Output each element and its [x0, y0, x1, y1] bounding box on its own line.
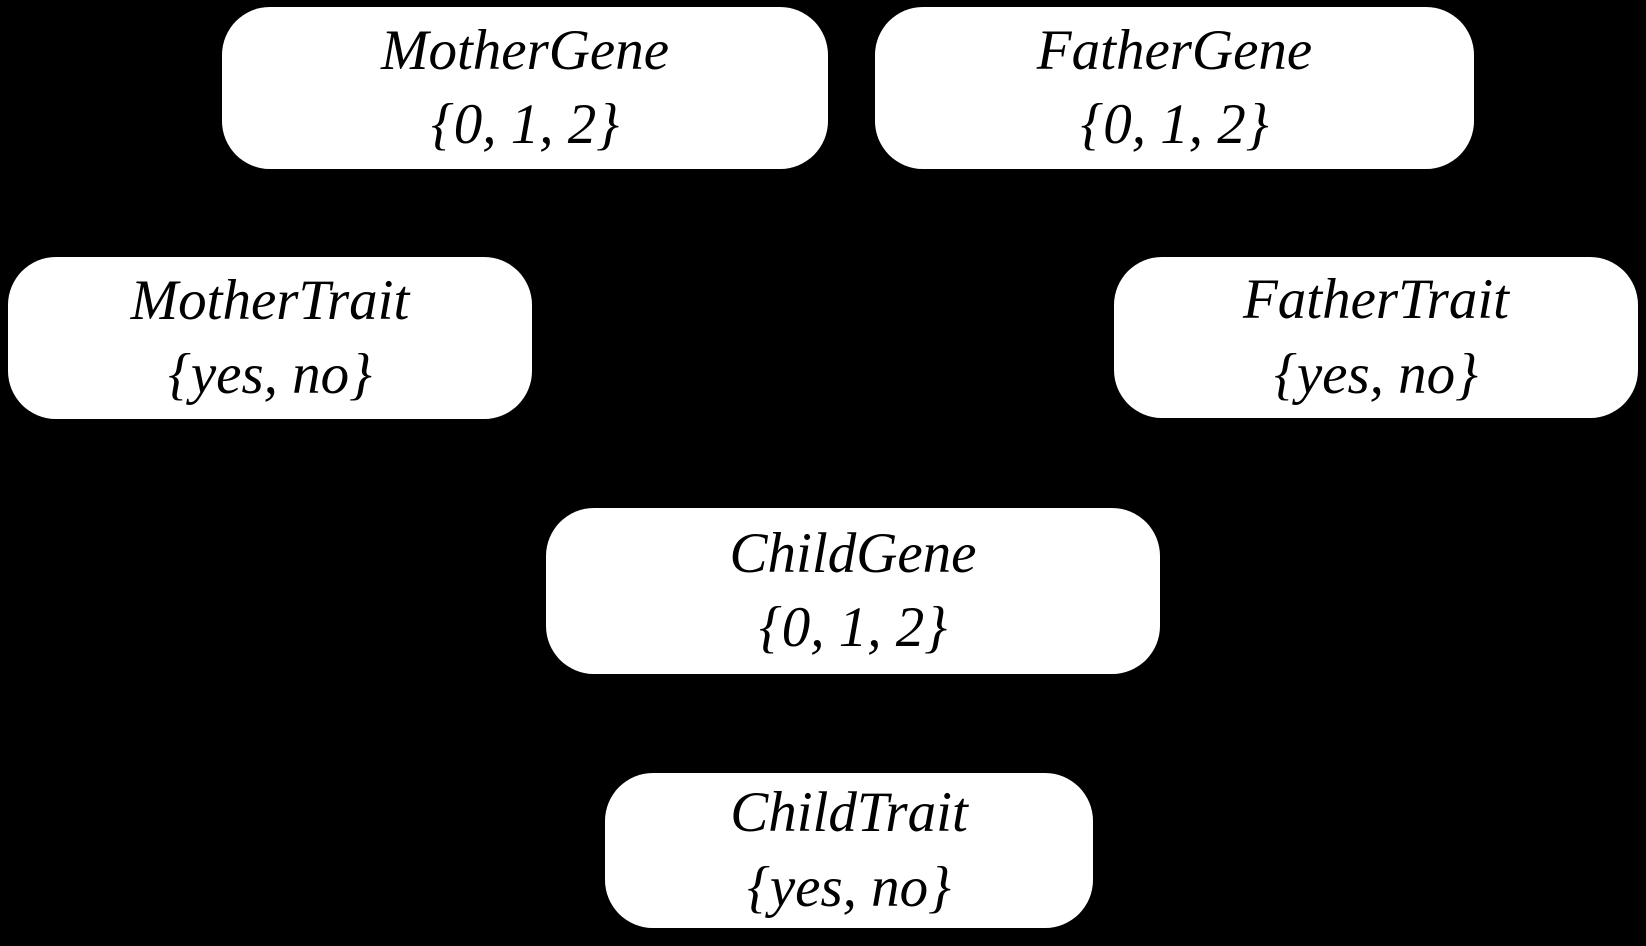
node-child-trait-values: {yes, no} — [747, 855, 951, 919]
node-child-gene: ChildGene {0, 1, 2} — [546, 508, 1160, 674]
node-child-trait: ChildTrait {yes, no} — [605, 773, 1093, 928]
node-father-gene: FatherGene {0, 1, 2} — [875, 7, 1474, 169]
node-mother-gene-label: MotherGene — [380, 18, 670, 82]
node-mother-trait-values: {yes, no} — [168, 343, 372, 406]
node-father-gene-values: {0, 1, 2} — [1080, 93, 1269, 156]
node-father-trait: FatherTrait {yes, no} — [1114, 257, 1638, 418]
node-mother-gene: MotherGene {0, 1, 2} — [222, 7, 828, 169]
node-father-trait-values: {yes, no} — [1274, 342, 1478, 406]
node-child-gene-label: ChildGene — [729, 521, 977, 585]
node-child-trait-label: ChildTrait — [730, 781, 968, 845]
node-mother-gene-values: {0, 1, 2} — [430, 93, 620, 156]
node-father-trait-label: FatherTrait — [1242, 268, 1510, 332]
node-father-gene-label: FatherGene — [1036, 18, 1313, 82]
node-child-gene-values: {0, 1, 2} — [758, 596, 948, 659]
node-mother-trait-label: MotherTrait — [130, 268, 410, 332]
node-mother-trait: MotherTrait {yes, no} — [8, 257, 532, 419]
